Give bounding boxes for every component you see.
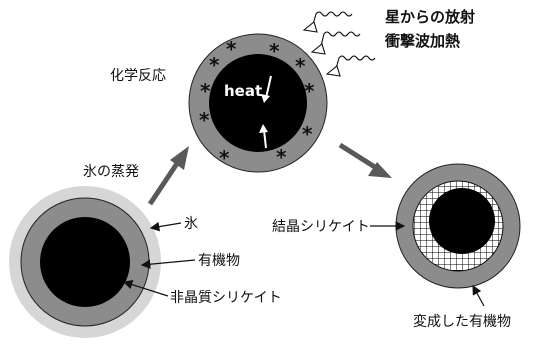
- organic-label: 有機物: [198, 253, 240, 269]
- reaction-asterisks: * * * * * * * * * *: [199, 37, 315, 170]
- amorphous-silicate-pointer: [122, 279, 169, 297]
- wavy-arrow-icon: [325, 55, 376, 77]
- organic-pointer: [140, 259, 196, 269]
- chemical-reaction-label: 化学反応: [110, 68, 166, 84]
- asterisk-icon: *: [199, 108, 210, 132]
- heat-label: heat: [224, 82, 262, 100]
- processed-grain: [395, 163, 521, 289]
- crystalline-silicate-label: 結晶シリケイト: [272, 219, 370, 235]
- asterisk-icon: *: [209, 53, 220, 77]
- wavy-arrow-icon: [302, 11, 353, 33]
- processing-arrow: [338, 142, 392, 178]
- asterisk-icon: *: [276, 145, 287, 169]
- ice-evaporation-label: 氷の蒸発: [83, 164, 139, 180]
- asterisk-icon: *: [219, 146, 230, 170]
- evaporation-arrow: [147, 146, 189, 206]
- altered-organic-pointer: [472, 284, 485, 307]
- asterisk-icon: *: [295, 54, 306, 78]
- asterisk-icon: *: [226, 37, 237, 61]
- pristine-grain: [9, 186, 161, 338]
- radiation-label-line2: 衝撃波加熱: [384, 32, 460, 50]
- heat-arrow-bottom: [263, 129, 267, 149]
- asterisk-icon: *: [304, 79, 315, 103]
- asterisk-icon: *: [302, 122, 313, 146]
- heated-core: [209, 54, 307, 152]
- radiation-label-line1: 星からの放射: [385, 8, 475, 26]
- amorphous-silicate-core: [40, 217, 130, 307]
- altered-organic-label: 変成した有機物: [413, 313, 511, 330]
- radiation-arrows: [302, 11, 376, 77]
- ice-pointer: [149, 221, 182, 232]
- asterisk-icon: *: [200, 79, 211, 103]
- ice-label: 氷: [184, 216, 198, 232]
- amorphous-silicate-label: 非晶質シリケイト: [170, 290, 282, 306]
- heat-arrow-top: [265, 75, 272, 99]
- wavy-arrow-icon: [310, 31, 361, 55]
- processed-core: [429, 188, 495, 254]
- heated-grain: [188, 33, 328, 173]
- asterisk-icon: *: [269, 39, 280, 63]
